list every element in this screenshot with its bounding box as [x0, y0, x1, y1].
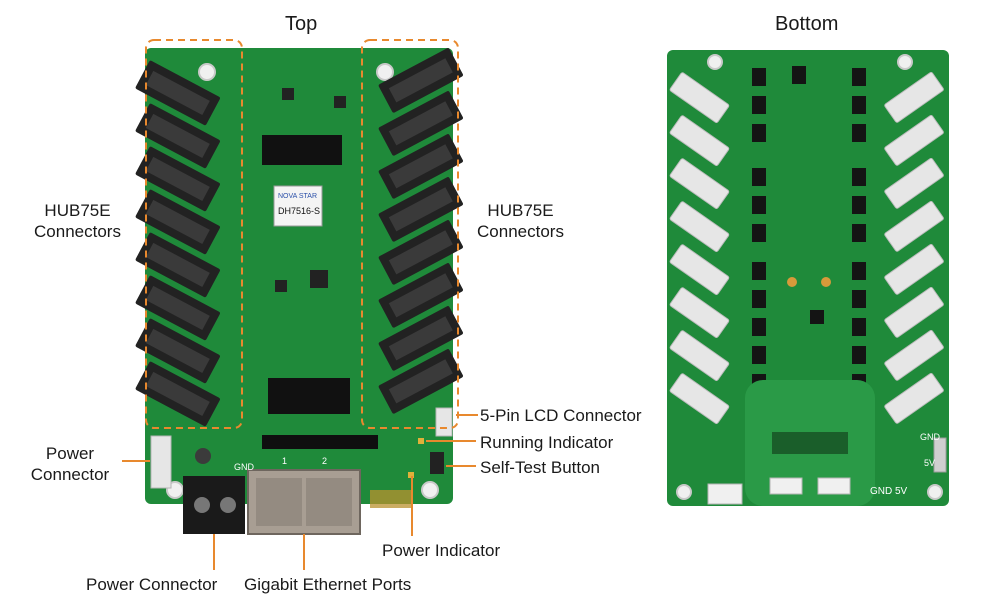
top-pcb: [145, 48, 453, 504]
hub75e-right-highlight: [361, 39, 459, 429]
port-2-text: 2: [322, 456, 328, 466]
hub75e-right-line1: HUB75E: [487, 201, 554, 220]
side-contacts: [933, 437, 947, 473]
bottom-pcb: [667, 50, 949, 506]
bottom-board: [667, 50, 949, 506]
test-pad: [787, 277, 797, 287]
hub75e-right-line2: Connectors: [477, 222, 564, 241]
self-test-button: [430, 452, 444, 474]
small-chip: [282, 88, 294, 100]
ethernet-port-1: [256, 478, 302, 526]
chip-sticker: [273, 185, 323, 227]
lcd-connector-label: 5-Pin LCD Connector: [480, 406, 642, 425]
board-gnd-text: GND: [234, 462, 254, 472]
callout-lines: [122, 414, 478, 570]
secondary-chip: [268, 378, 350, 414]
power-indicator-led: [408, 472, 414, 478]
pin-header: [262, 435, 378, 449]
power-connector-side-line1: Power: [45, 444, 95, 463]
terminal-screw: [194, 497, 210, 513]
bottom-connector: [707, 483, 743, 505]
mounting-hole: [676, 484, 692, 500]
power-connector-side: [150, 435, 172, 489]
self-test-button-label: Self-Test Button: [480, 458, 601, 477]
top-board: [135, 39, 463, 535]
small-chip: [334, 96, 346, 108]
bottom-headers-left: [669, 72, 730, 425]
bottom-ic-columns: [752, 66, 866, 392]
running-indicator-label: Running Indicator: [480, 433, 614, 452]
mounting-hole: [707, 54, 723, 70]
mounting-hole: [198, 63, 216, 81]
bottom-headers-right: [884, 72, 944, 424]
hub75e-left-highlight: [145, 39, 243, 429]
mounting-hole: [421, 481, 439, 499]
power-connector-side-label: Power Connector: [20, 443, 120, 485]
ethernet-port-2: [306, 478, 352, 526]
small-chip: [310, 270, 328, 288]
test-pad: [821, 277, 831, 287]
running-indicator-led: [418, 438, 424, 444]
chip-sticker-text: DH7516-S: [278, 206, 321, 216]
bottom-5v-side-text: 5V: [924, 458, 936, 468]
bottom-title: Bottom: [775, 13, 839, 35]
power-indicator-label: Power Indicator: [382, 541, 501, 560]
bottom-connector: [817, 477, 851, 495]
hub75e-left-line1: HUB75E: [44, 201, 111, 220]
terminal-screw: [220, 497, 236, 513]
power-connector-bottom-label: Power Connector: [86, 575, 218, 594]
mounting-hole: [927, 484, 943, 500]
power-connector-side-line2: Connector: [30, 465, 110, 484]
small-chip: [275, 280, 287, 292]
gigabit-ports-label: Gigabit Ethernet Ports: [244, 575, 412, 594]
capacitor: [195, 448, 211, 464]
hub75e-left-line2: Connectors: [34, 222, 121, 241]
bottom-gnd-5v-text: GND 5V: [870, 486, 908, 497]
hub75e-connectors-left: [135, 60, 220, 427]
main-chip: [262, 135, 342, 165]
top-title: Top: [285, 13, 318, 35]
hub75e-right-label: HUB75E Connectors: [463, 200, 578, 242]
pin-header-small: [370, 490, 412, 508]
pin-hole-row: [772, 432, 848, 454]
hub75e-left-label: HUB75E Connectors: [20, 200, 135, 242]
mounting-hole: [376, 63, 394, 81]
hub75e-connectors-right: [378, 48, 463, 414]
chip-sticker-brand: NOVA STAR: [278, 193, 318, 200]
mounting-hole: [897, 54, 913, 70]
bottom-gnd-side-text: GND: [920, 432, 940, 442]
port-1-text: 1: [282, 456, 288, 466]
bottom-connector: [769, 477, 803, 495]
lcd-connector: [435, 407, 453, 437]
